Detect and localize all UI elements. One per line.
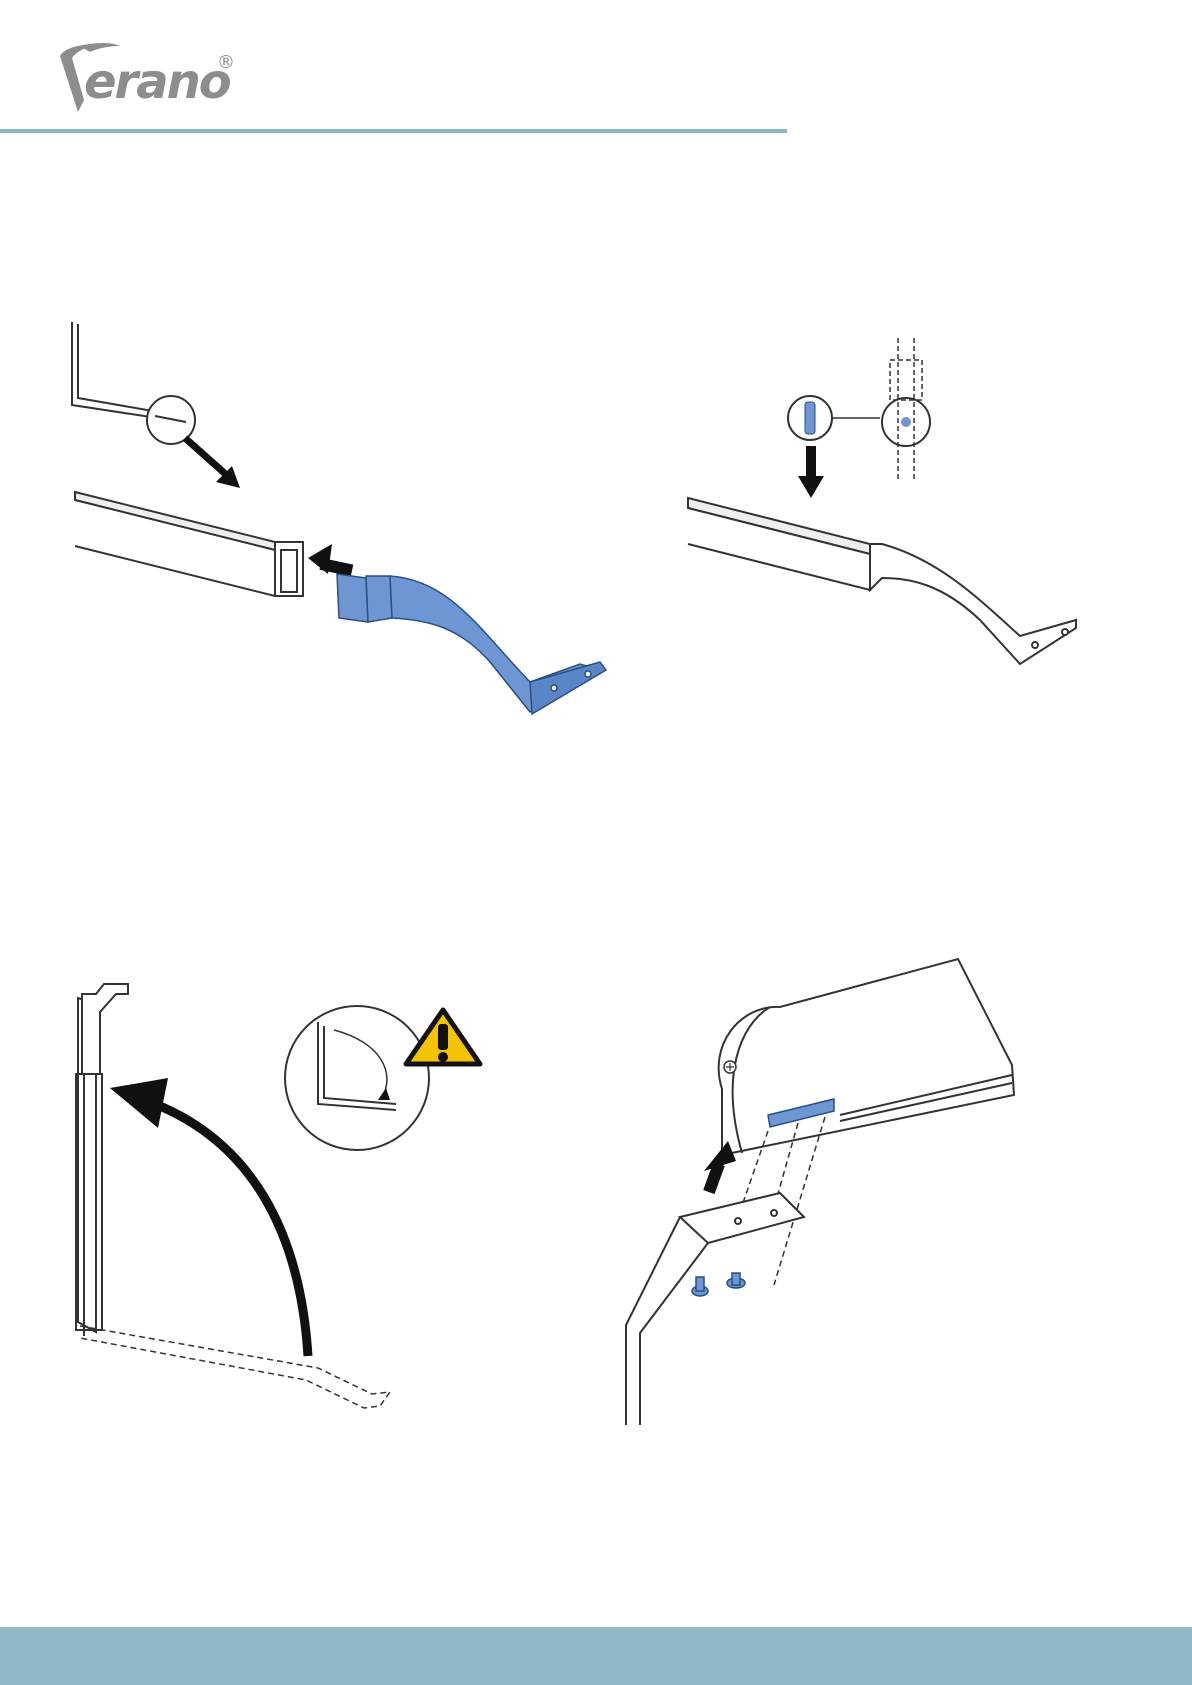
warning-detail-circle <box>285 1006 429 1150</box>
footer-band <box>0 1627 1192 1685</box>
logo-registered-mark: ® <box>217 54 235 72</box>
arm-previous-position <box>80 1326 390 1408</box>
step-3-illustration <box>60 980 490 1430</box>
header-rule <box>0 129 787 133</box>
arrow-icon <box>308 544 353 576</box>
arrow-icon <box>185 438 240 488</box>
vertical-arm <box>76 984 128 1336</box>
arrow-icon <box>703 1141 736 1194</box>
arrow-icon <box>110 1078 308 1356</box>
step-4-illustration <box>620 985 1020 1435</box>
logo-wordmark: erano <box>84 58 230 106</box>
arrow-icon <box>798 446 824 498</box>
screw-icon <box>692 1273 745 1296</box>
blue-end-piece <box>337 574 606 714</box>
brand-logo: erano ® <box>54 38 244 118</box>
assembled-profile <box>688 498 1076 664</box>
profile-beam <box>75 492 303 596</box>
step-2-illustration <box>680 330 1100 710</box>
bracket-end-piece <box>626 1193 804 1425</box>
step-1-illustration <box>60 310 630 730</box>
cassette-tube <box>719 959 1014 1155</box>
